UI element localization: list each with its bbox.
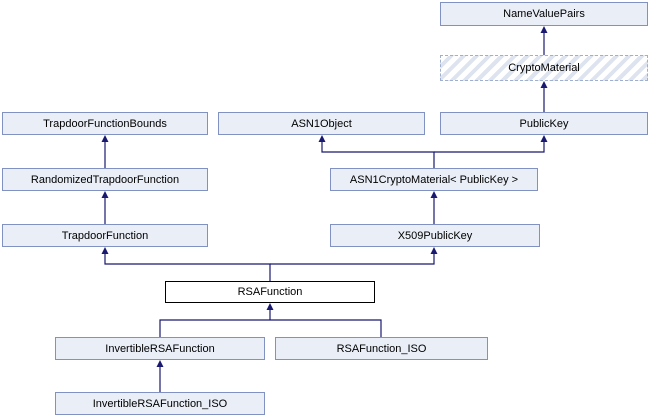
edge-rsafunction-x509publickey [270, 254, 435, 265]
class-node-asn1object[interactable]: ASN1Object [218, 112, 425, 135]
edge-invertiblersafunction-rsafunction [159, 319, 270, 337]
arrowhead [156, 360, 164, 367]
class-node-rsafunction: RSAFunction [165, 281, 375, 303]
class-node-trapdoorfunction[interactable]: TrapdoorFunction [2, 224, 208, 247]
class-node-namevaluepairs[interactable]: NameValuePairs [440, 2, 648, 26]
arrowhead [101, 247, 109, 254]
arrowhead [101, 135, 109, 142]
arrowhead [540, 81, 548, 88]
class-node-rsafunction-iso[interactable]: RSAFunction_ISO [275, 337, 488, 360]
edge-asn1cryptomaterial-asn1object [321, 142, 435, 168]
arrowhead [266, 303, 274, 310]
class-node-invertiblersafunction-iso[interactable]: InvertibleRSAFunction_ISO [55, 392, 265, 415]
class-node-randomizedtrapdoorfunction[interactable]: RandomizedTrapdoorFunction [2, 168, 208, 191]
arrowhead [101, 191, 109, 198]
class-node-x509publickey[interactable]: X509PublicKey [330, 224, 540, 247]
edge-asn1cryptomaterial-publickey [434, 142, 545, 153]
edge-rsafunction_iso-rsafunction [270, 319, 382, 337]
class-node-asn1cryptomaterial[interactable]: ASN1CryptoMaterial< PublicKey > [330, 168, 538, 191]
arrowhead [318, 135, 326, 142]
class-node-trapdoorfunctionbounds[interactable]: TrapdoorFunctionBounds [2, 112, 208, 135]
class-node-cryptomaterial[interactable]: CryptoMaterial [440, 55, 648, 81]
edge-rsafunction-trapdoorfunction [104, 254, 271, 281]
arrowhead [430, 247, 438, 254]
arrowhead [540, 135, 548, 142]
arrowhead [430, 191, 438, 198]
class-node-publickey[interactable]: PublicKey [440, 112, 648, 135]
arrowhead [540, 26, 548, 33]
class-node-invertiblersafunction[interactable]: InvertibleRSAFunction [55, 337, 265, 360]
